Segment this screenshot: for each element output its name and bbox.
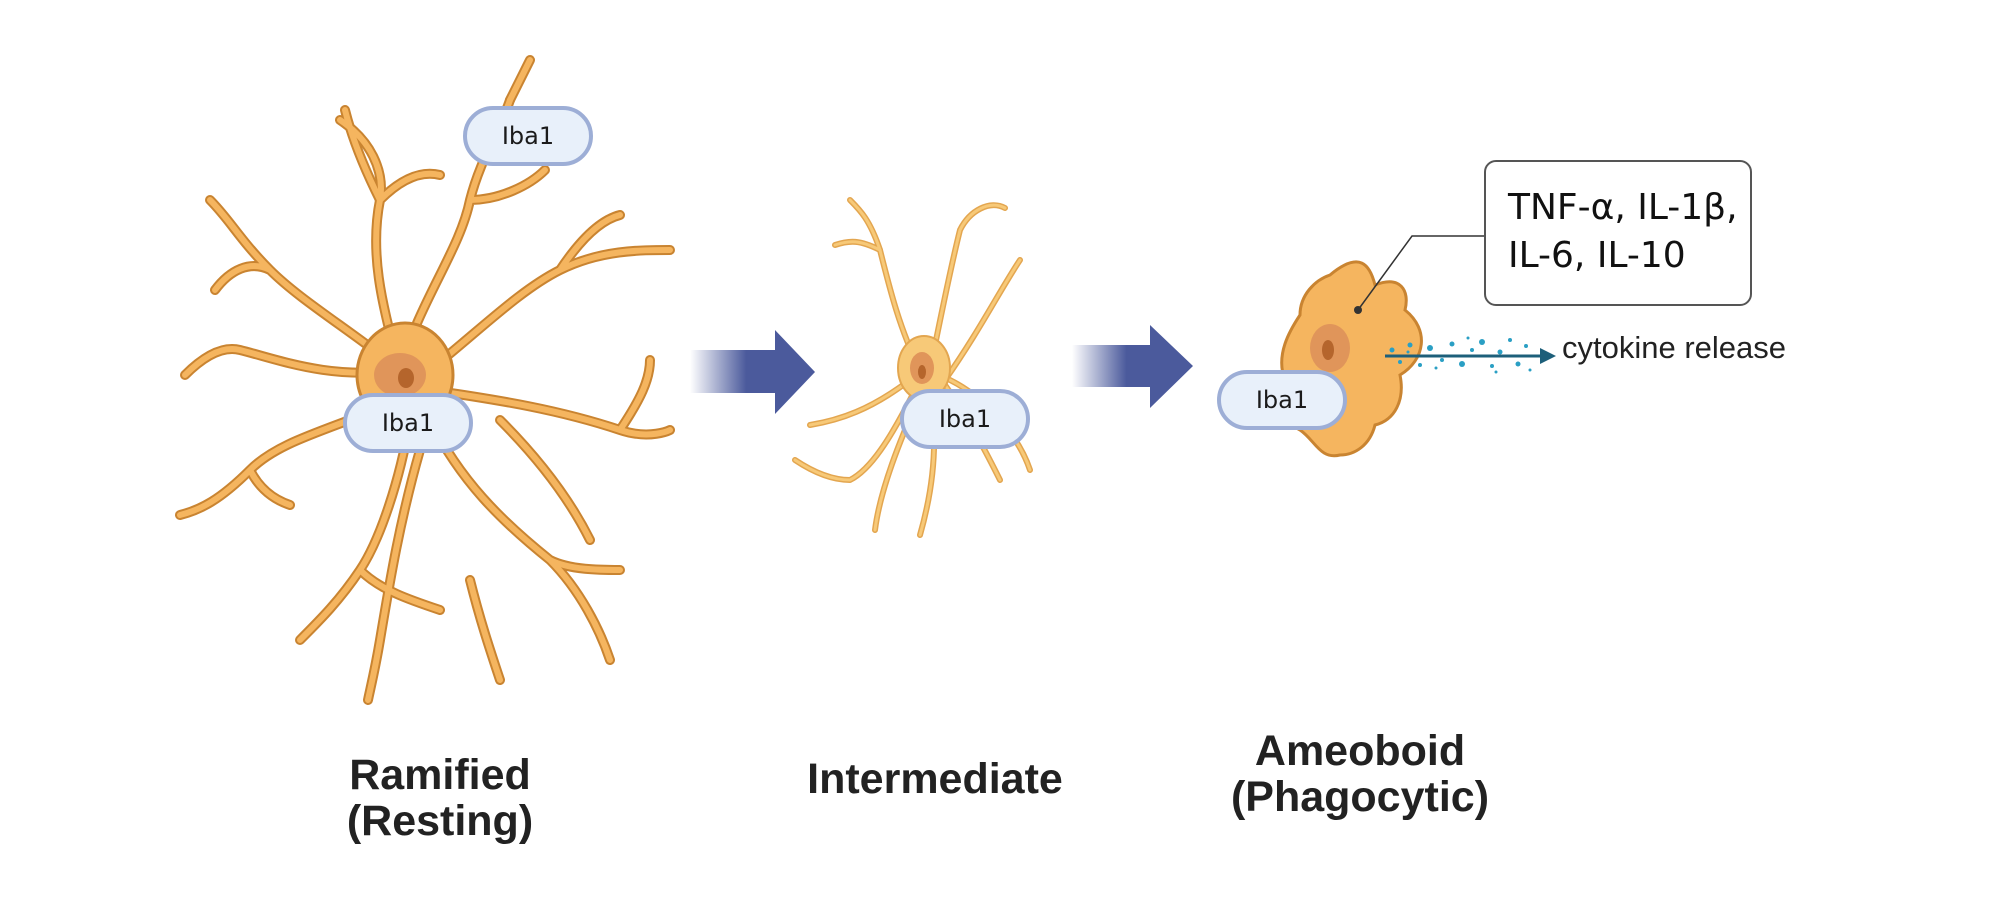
cytokine-release-arrow-icon <box>1385 336 1556 374</box>
stage-label-intermediate: Intermediate <box>807 755 1063 803</box>
transition-arrow-icon <box>690 330 815 414</box>
ramified-microglia-cell-icon <box>175 55 675 705</box>
cytokine-line: TNF-α, IL-1β, <box>1508 187 1738 228</box>
iba1-marker-badge: Iba1 <box>900 389 1030 449</box>
intermediate-microglia-cell-icon <box>792 197 1033 538</box>
cytokine-line: IL-6, IL-10 <box>1508 235 1686 276</box>
cytokine-list-callout: TNF-α, IL-1β, IL-6, IL-10 <box>1484 160 1752 306</box>
stage-label-ramified: Ramified (Resting) <box>346 751 534 845</box>
iba1-marker-badge: Iba1 <box>343 393 473 453</box>
transition-arrow-icon <box>1072 325 1193 408</box>
iba1-marker-badge: Iba1 <box>1217 370 1347 430</box>
stage-label-ameoboid: Ameoboid (Phagocytic) <box>1230 727 1490 821</box>
iba1-marker-badge: Iba1 <box>463 106 593 166</box>
cytokine-release-label: cytokine release <box>1562 330 1787 365</box>
